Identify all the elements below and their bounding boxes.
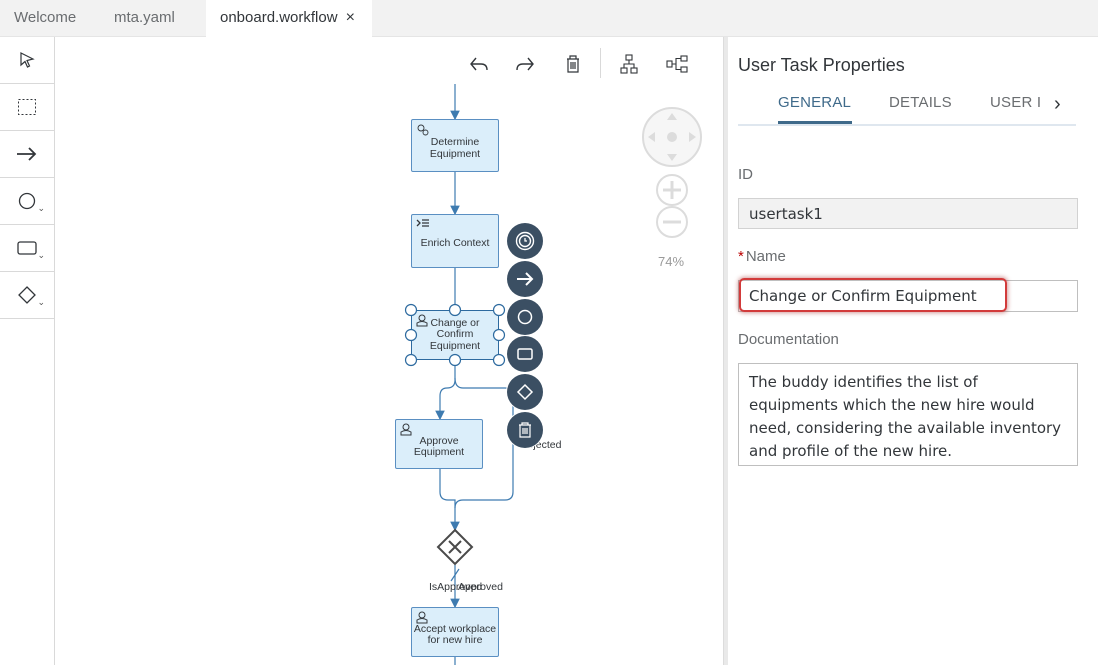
chevron-right-icon[interactable]: ›	[1054, 93, 1061, 115]
sequence-flow-button[interactable]	[0, 131, 54, 178]
layout-horizontal-icon	[666, 55, 688, 73]
name-label-text: Name	[745, 248, 786, 265]
arrow-right-icon	[17, 147, 37, 161]
toolbar-separator	[600, 48, 601, 78]
tab-label: mta.yaml	[114, 9, 175, 26]
task-label: Enrich Context	[420, 237, 490, 250]
delete-button[interactable]	[561, 52, 585, 76]
task-label: Accept workplace for new hire	[413, 622, 497, 646]
name-value-highlight: Change or Confirm Equipment	[739, 278, 1007, 312]
lasso-icon	[18, 99, 36, 115]
name-value: Change or Confirm Equipment	[749, 287, 977, 305]
trash-icon	[519, 422, 531, 438]
task-accept-workplace[interactable]: Accept workplace for new hire	[411, 607, 499, 657]
trash-icon	[567, 55, 579, 73]
hierarchy-icon	[620, 54, 638, 74]
script-icon	[416, 219, 429, 227]
pointer-icon	[20, 52, 35, 68]
tab-user-interface[interactable]: USER I	[990, 94, 1042, 111]
task-label: Determine Equipment	[429, 136, 481, 160]
tab-strip-line	[738, 124, 1076, 126]
context-add-gateway-button[interactable]	[507, 374, 543, 410]
tab-onboard-workflow[interactable]: onboard.workflow ×	[206, 0, 372, 38]
zoom-out-button[interactable]	[656, 206, 688, 238]
name-focus-ring	[739, 278, 1007, 312]
flow-label-approved: Approved	[458, 581, 503, 593]
documentation-label: Documentation	[738, 331, 839, 348]
active-tab-indicator	[778, 121, 852, 124]
diamond-icon	[18, 286, 36, 304]
context-delete-button[interactable]	[507, 412, 543, 448]
user-icon	[416, 611, 428, 624]
context-add-event-button[interactable]	[507, 299, 543, 335]
task-determine-equipment[interactable]: Determine Equipment	[411, 119, 499, 172]
required-marker: *	[738, 248, 744, 265]
rectangle-icon	[517, 348, 533, 360]
chevron-down-icon: ⌄	[37, 203, 45, 213]
task-button[interactable]: ⌄	[0, 225, 54, 272]
workflow-canvas[interactable]	[55, 37, 723, 665]
pointer-tool-button[interactable]	[0, 37, 54, 84]
context-boundary-event-button[interactable]	[507, 223, 543, 259]
panel-title: User Task Properties	[738, 55, 905, 75]
rectangle-icon	[17, 241, 37, 255]
properties-panel: User Task Properties GENERAL DETAILS USE…	[728, 37, 1098, 665]
context-add-task-button[interactable]	[507, 336, 543, 372]
user-icon	[416, 314, 428, 327]
task-approve-equipment[interactable]: Approve Equipment	[395, 419, 483, 469]
id-value: usertask1	[749, 204, 823, 223]
exclusive-gateway[interactable]	[436, 528, 474, 566]
circle-icon	[18, 192, 36, 210]
documentation-field[interactable]: The buddy identifies the list of equipme…	[738, 363, 1078, 466]
zoom-level: 74%	[658, 254, 685, 269]
task-label: Change or Confirm Equipment	[429, 317, 481, 352]
gateway-button[interactable]: ⌄	[0, 272, 54, 319]
gear-icon	[417, 124, 429, 136]
circle-icon	[517, 309, 533, 325]
timer-event-icon	[515, 231, 535, 251]
id-label: ID	[738, 166, 753, 183]
event-button[interactable]: ⌄	[0, 178, 54, 225]
editor-tab-bar: Welcome mta.yaml onboard.workflow ×	[0, 0, 1098, 38]
zoom-in-button[interactable]	[656, 174, 688, 206]
tab-label: onboard.workflow	[220, 9, 338, 26]
undo-icon	[470, 57, 488, 71]
tab-details[interactable]: DETAILS	[889, 94, 952, 111]
undo-button[interactable]	[467, 52, 491, 76]
pan-control[interactable]	[640, 105, 704, 169]
arrow-right-icon	[517, 272, 534, 286]
tab-general[interactable]: GENERAL	[778, 94, 852, 111]
chevron-down-icon: ⌄	[37, 297, 45, 307]
selection-handles[interactable]	[403, 302, 507, 368]
lasso-select-button[interactable]	[0, 84, 54, 131]
close-icon[interactable]: ×	[345, 9, 355, 26]
task-label: Approve Equipment	[413, 434, 465, 458]
redo-button[interactable]	[513, 52, 537, 76]
fit-layout-button[interactable]	[665, 52, 689, 76]
flow-label-is-approved: IsApproved	[429, 581, 483, 593]
tab-welcome[interactable]: Welcome	[0, 0, 90, 37]
chevron-down-icon: ⌄	[37, 250, 45, 260]
name-field[interactable]: Change or Confirm Equipment	[738, 278, 1078, 312]
diagram-connectors	[435, 84, 514, 665]
tool-palette: ⌄ ⌄ ⌄	[0, 37, 55, 665]
panel-splitter[interactable]	[723, 37, 728, 665]
tab-label: Welcome	[14, 9, 77, 26]
name-label: *Name	[738, 248, 786, 265]
user-icon	[400, 423, 412, 436]
auto-layout-button[interactable]	[617, 52, 641, 76]
task-enrich-context[interactable]: Enrich Context	[411, 214, 499, 268]
diamond-icon	[516, 383, 534, 401]
tab-mta-yaml[interactable]: mta.yaml	[100, 0, 189, 37]
context-connect-button[interactable]	[507, 261, 543, 297]
redo-icon	[516, 57, 534, 71]
id-field: usertask1	[738, 198, 1078, 229]
